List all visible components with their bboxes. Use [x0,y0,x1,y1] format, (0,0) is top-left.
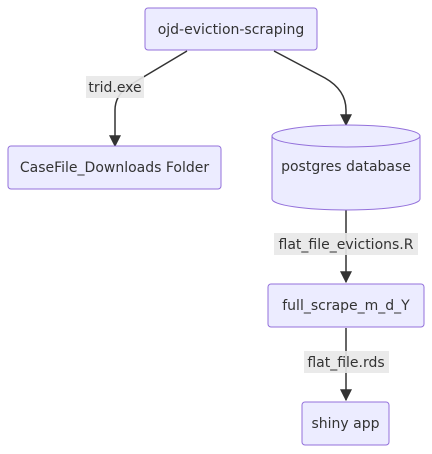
node-full-scrape-m-d-y[interactable]: full_scrape_m_d_Y [267,283,425,328]
edge-label-bg-trid [86,76,144,98]
edge-label-bg-flat-file-rds [304,351,389,373]
edge-label-flat-file-evictions: flat_file_evictions.R [279,237,414,253]
edge-label-trid: trid.exe [88,80,141,96]
edge-scraper-to-database [273,50,352,127]
node-box-downloads [7,145,222,190]
edge-label-bg-flat-file-evictions [274,233,418,255]
node-shiny-app[interactable]: shiny app [301,401,390,446]
node-casefile-downloads-folder[interactable]: CaseFile_Downloads Folder [7,145,222,190]
node-label-scrape: full_scrape_m_d_Y [282,298,410,314]
edge-label-flat-file-rds: flat_file.rds [307,355,384,371]
node-postgres-database[interactable]: postgres database [271,124,421,211]
node-box-scraper [144,7,318,51]
node-cylinder-database [271,124,421,211]
edge-scraper-to-downloads: trid.exe [86,50,188,148]
edge-path-scraper-to-database [273,50,352,127]
edge-database-to-scrape: flat_file_evictions.R [274,210,418,284]
node-ojd-eviction-scraping[interactable]: ojd-eviction-scraping [144,7,318,51]
edge-scrape-to-app: flat_file.rds [304,328,389,402]
node-label-app: shiny app [311,416,379,432]
node-cylinder-top-rim [271,135,421,148]
node-label-database: postgres database [281,159,411,175]
node-box-app [301,401,390,446]
node-box-scrape [267,283,425,328]
edge-path-scraper-to-downloads [109,50,188,148]
node-label-scraper: ojd-eviction-scraping [158,22,305,38]
node-label-downloads: CaseFile_Downloads Folder [20,160,210,176]
